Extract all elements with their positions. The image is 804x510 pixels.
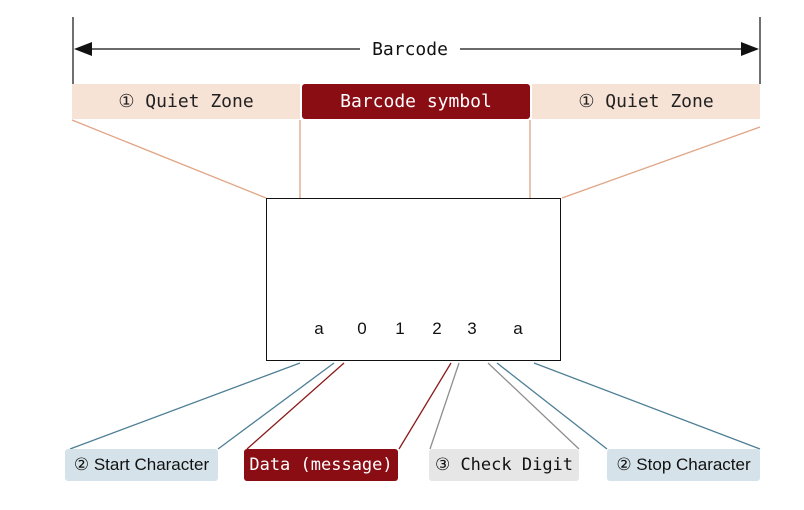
stop-character-label: ② Stop Character	[607, 449, 760, 481]
arrow-left-icon	[74, 42, 92, 56]
data-message-label: Data (message)	[244, 449, 398, 481]
start-character-leaders	[69, 362, 335, 450]
data-leaders	[246, 362, 452, 450]
check-digit-leaders	[429, 362, 580, 450]
check-digit-label: ③ Check Digit	[429, 449, 579, 481]
stop-character-leaders	[496, 362, 761, 450]
start-character-label: ② Start Character	[65, 449, 218, 481]
encoded-char-data-2: 1	[395, 319, 405, 338]
quiet-zone-left-label: ① Quiet Zone	[72, 84, 300, 119]
encoded-char-data-1: 0	[357, 319, 367, 338]
encoded-char-stop: a	[513, 319, 523, 338]
barcode-symbol-label: Barcode symbol	[302, 84, 530, 119]
barcode-frame	[266, 198, 561, 361]
arrow-right-icon	[741, 42, 759, 56]
encoded-char-check: 3	[467, 319, 477, 338]
quiet-zone-right-label: ① Quiet Zone	[532, 84, 760, 119]
diagram-title: Barcode	[360, 36, 460, 62]
encoded-char-data-3: 2	[432, 319, 442, 338]
encoded-char-start: a	[314, 319, 324, 338]
